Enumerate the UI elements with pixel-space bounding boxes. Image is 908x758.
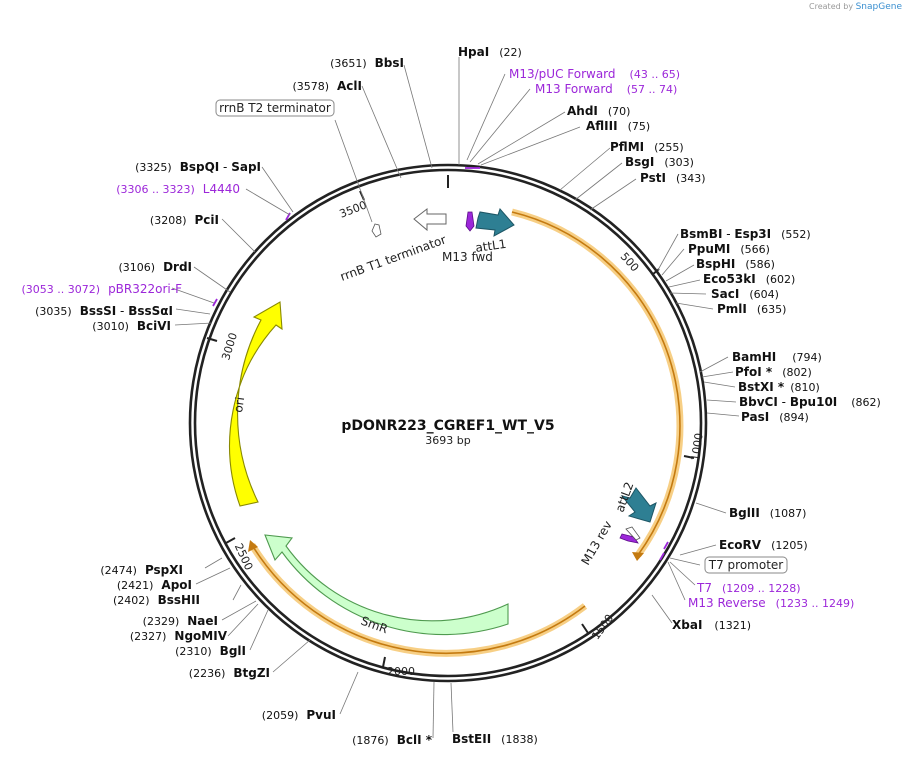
primer-m13-reverse: M13 Reverse(1233 .. 1249) — [688, 596, 854, 610]
smr-arrow — [264, 534, 509, 636]
enzyme-bcivi: (3010)BciVI — [92, 319, 171, 333]
enzyme-pcii: (3208)PciI — [150, 213, 219, 227]
enzyme-bgli: (2310)BglI — [175, 644, 246, 658]
orf-arcs — [248, 208, 684, 657]
enzyme-pvui: (2059)PvuI — [262, 708, 336, 722]
snapgene-logo: SnapGene — [855, 2, 902, 12]
enzyme-naei: (2329)NaeI — [143, 614, 218, 628]
tick-3000: 3000 — [219, 331, 240, 362]
tick-1000: 1000 — [689, 432, 706, 462]
enzyme-ngomiv: (2327)NgoMIV — [130, 629, 228, 643]
leader-lines — [171, 57, 740, 739]
enzyme-bsssi: (3035)BssSI - BssSαI — [35, 304, 173, 318]
enzyme-bsmbi: BsmBI - Esp3I(552) — [680, 227, 811, 241]
feature-arrows — [229, 207, 657, 636]
primer-labels: M13/pUC Forward(43 .. 65) M13 Forward(57… — [22, 67, 855, 610]
map-center: pDONR223_CGREF1_WT_V5 3693 bp — [341, 418, 554, 447]
rrnb-t2-box — [215, 99, 335, 117]
rrnb-t2-small-arrow — [371, 223, 382, 238]
primer-m13-forward: M13 Forward(57 .. 74) — [535, 82, 677, 96]
enzyme-pfoi: PfoI *(802) — [735, 365, 812, 379]
enzyme-bsphi: BspHI(586) — [696, 257, 775, 271]
enzyme-bstxi: BstXI *(810) — [738, 380, 820, 394]
enzyme-xbai: XbaI(1321) — [672, 618, 751, 632]
attl1-arrow — [475, 208, 515, 237]
t7-promoter-label: T7 promoter — [708, 558, 784, 572]
t7-promoter-box — [704, 556, 788, 574]
primer-l4440: (3306 .. 3323)L4440 — [116, 182, 240, 196]
m13-rev-arrow — [619, 533, 639, 544]
primer-m13-puc-forward: M13/pUC Forward(43 .. 65) — [509, 67, 680, 81]
m13-fwd-arrow — [465, 211, 475, 232]
enzyme-saci: SacI(604) — [711, 287, 779, 301]
backbone — [188, 163, 708, 683]
enzyme-bsshii: (2402)BssHII — [113, 593, 200, 607]
tick-500: 500 — [618, 250, 642, 274]
enzyme-eco53ki: Eco53kI(602) — [703, 272, 795, 286]
enzyme-bspqi: (3325)BspQI - SapI — [135, 160, 261, 174]
enzyme-ecorv: EcoRV(1205) — [719, 538, 808, 552]
enzyme-bamhi: BamHI(794) — [732, 350, 822, 364]
enzyme-pflmi: PflMI(255) — [610, 140, 684, 154]
m13-rev-label: M13 rev — [578, 518, 614, 567]
enzyme-drdi: (3106)DrdI — [118, 260, 192, 274]
snapgene-credit: Created by SnapGene — [809, 2, 902, 12]
primer-pbr322ori-f: (3053 .. 3072)pBR322ori-F — [22, 282, 183, 296]
tick-3500: 3500 — [338, 198, 369, 220]
enzyme-ppumi: PpuMI(566) — [688, 242, 770, 256]
enzyme-ahdi: AhdI(70) — [567, 104, 630, 118]
tick-2000: 2000 — [387, 665, 415, 678]
credit-prefix: Created by — [809, 2, 854, 11]
boxed-labels: rrnB T2 terminator T7 promoter — [215, 99, 788, 574]
enzyme-pmli: PmlI(635) — [717, 302, 786, 316]
enzyme-bglii: BglII(1087) — [729, 506, 806, 520]
t7-promoter-small-arrow — [625, 526, 641, 541]
plasmid-length: 3693 bp — [425, 434, 470, 447]
enzyme-bsgi: BsgI(303) — [625, 155, 694, 169]
enzyme-psti: PstI(343) — [640, 171, 706, 185]
enzyme-pasi: PasI(894) — [741, 410, 809, 424]
enzyme-acli: (3578)AclI — [292, 79, 362, 93]
rrnb-t1-arrow — [413, 207, 447, 232]
enzyme-bbvci: BbvCI - Bpu10I(862) — [739, 395, 881, 409]
ori-arrow — [229, 301, 283, 507]
enzyme-apoi: (2421)ApoI — [117, 578, 192, 592]
attl2-arrow — [620, 487, 657, 523]
enzyme-bsteii: BstEII(1838) — [452, 732, 538, 746]
enzyme-btgzi: (2236)BtgZI — [189, 666, 270, 680]
attl1-label: attL1 — [474, 237, 507, 255]
enzyme-bbsi: (3651)BbsI — [330, 56, 404, 70]
plasmid-name: pDONR223_CGREF1_WT_V5 — [341, 418, 554, 434]
enzyme-afliii: AflIII(75) — [586, 119, 650, 133]
m13-fwd-label: M13 fwd — [442, 250, 493, 264]
rrnb-t2-label: rrnB T2 terminator — [219, 101, 331, 115]
rrnb-t1-label: rrnB T1 terminator — [338, 232, 448, 283]
enzyme-pspxi: (2474)PspXI — [100, 563, 183, 577]
primer-t7: T7(1209 .. 1228) — [696, 581, 801, 595]
enzyme-hpai: HpaI(22) — [458, 45, 522, 59]
enzyme-labels: HpaI(22) (3651)BbsI (3578)AclI AhdI(70) … — [35, 45, 881, 747]
ori-label: ori — [231, 396, 247, 413]
enzyme-bcli: (1876)BclI * — [352, 733, 433, 747]
